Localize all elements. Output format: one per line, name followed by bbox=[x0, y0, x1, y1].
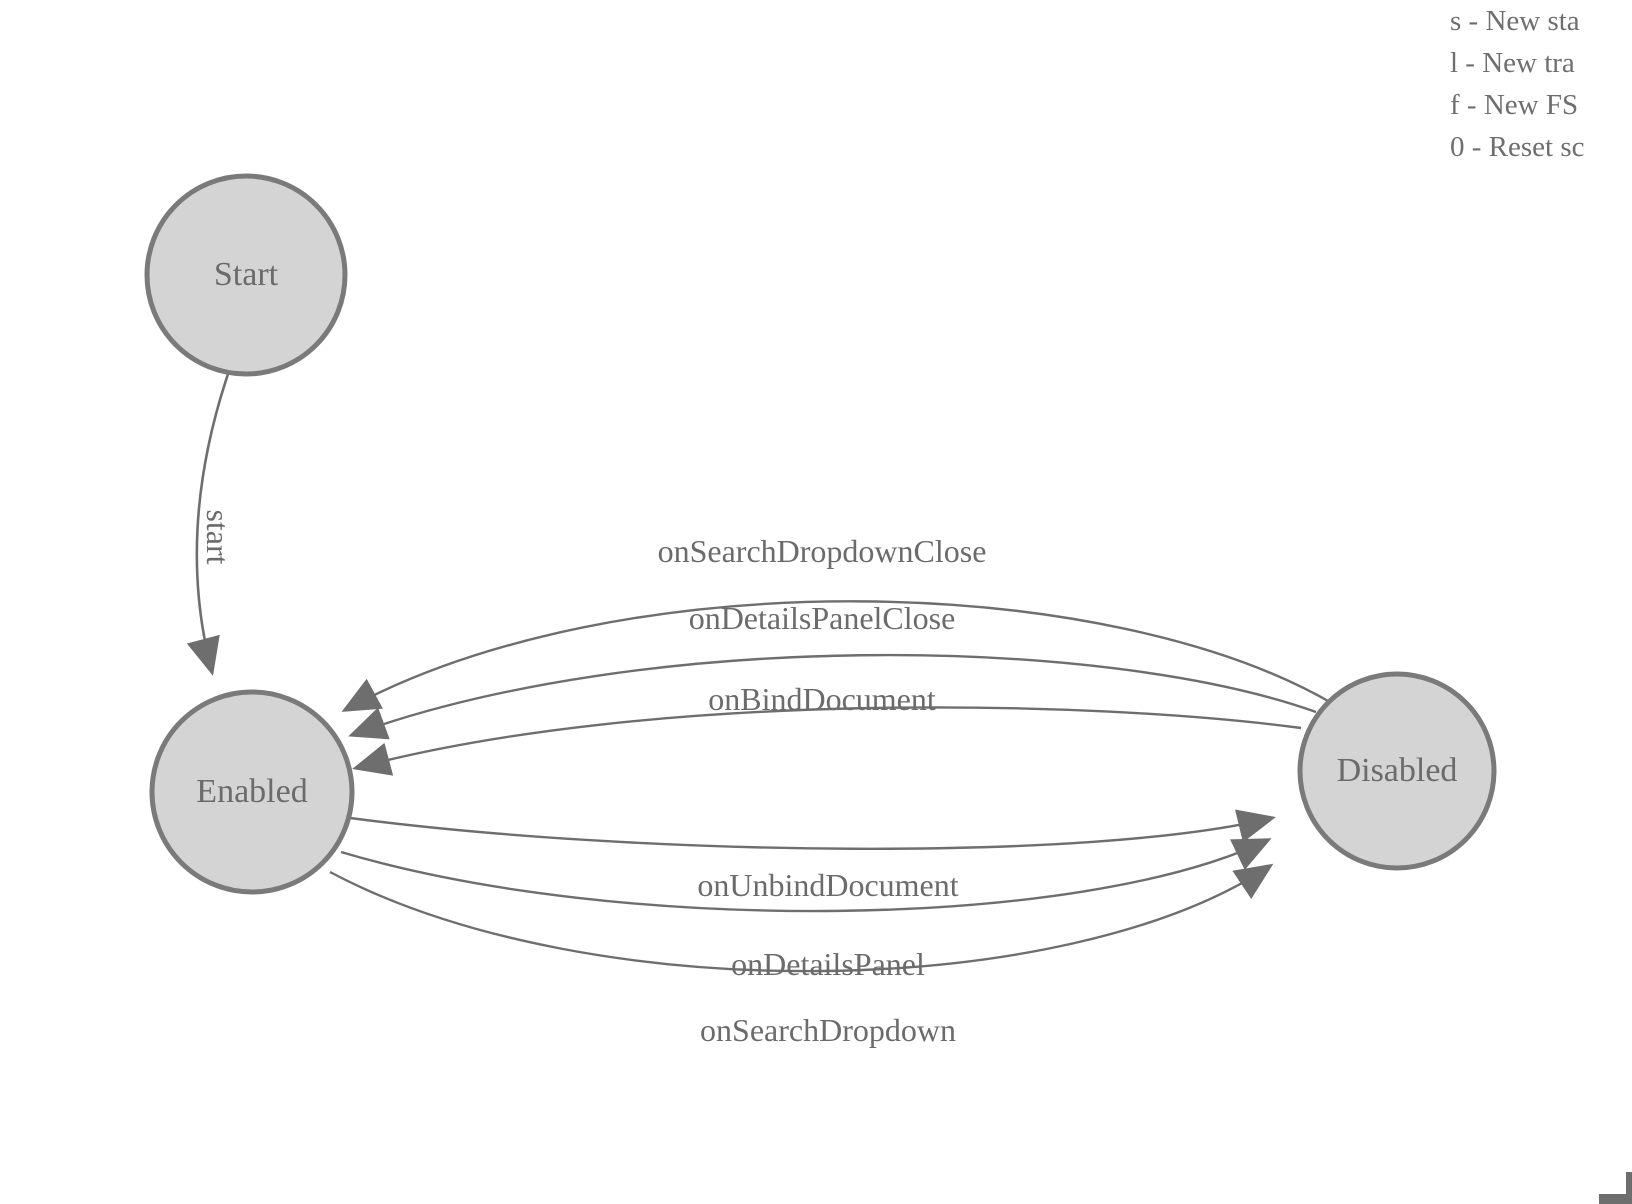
edge-onBindDocument-path[interactable] bbox=[352, 706, 1302, 776]
edge-onSearchDropdownClose-path[interactable] bbox=[341, 600, 1336, 712]
node-start-circle[interactable] bbox=[144, 173, 348, 377]
node-disabled-label: Disabled bbox=[1337, 752, 1458, 789]
edge-label-onSearchDropdownClose: onSearchDropdownClose bbox=[658, 533, 987, 569]
edge-onDetailsPanel-path[interactable] bbox=[340, 838, 1272, 913]
edge-group bbox=[186, 373, 1336, 973]
edge-label-onDetailsPanel: onDetailsPanel bbox=[731, 946, 925, 982]
edge-onDetailsPanelClose-path[interactable] bbox=[348, 653, 1317, 740]
node-disabled[interactable]: Disabled bbox=[1297, 671, 1497, 871]
edge-label-start: start bbox=[200, 509, 236, 564]
node-disabled-circle[interactable] bbox=[1297, 671, 1497, 871]
edge-onUnbindDocument-path[interactable] bbox=[349, 809, 1276, 850]
horizontal-scrollbar[interactable] bbox=[1599, 1194, 1632, 1204]
node-enabled[interactable]: Enabled bbox=[149, 689, 355, 895]
node-start-label: Start bbox=[214, 256, 279, 293]
edge-label-onSearchDropdown: onSearchDropdown bbox=[700, 1012, 956, 1048]
edge-label-onDetailsPanelClose: onDetailsPanelClose bbox=[689, 600, 956, 636]
edge-start-path[interactable] bbox=[186, 373, 230, 676]
vertical-scrollbar[interactable] bbox=[1626, 1172, 1632, 1196]
edge-onSearchDropdown-path[interactable] bbox=[329, 863, 1274, 973]
edge-label-group: start onSearchDropdownClose onDetailsPan… bbox=[200, 509, 986, 1048]
node-enabled-label: Enabled bbox=[196, 773, 307, 810]
node-start[interactable]: Start bbox=[144, 173, 348, 377]
edge-label-onBindDocument: onBindDocument bbox=[708, 681, 936, 717]
edge-label-onUnbindDocument: onUnbindDocument bbox=[697, 867, 958, 903]
node-enabled-circle[interactable] bbox=[149, 689, 355, 895]
